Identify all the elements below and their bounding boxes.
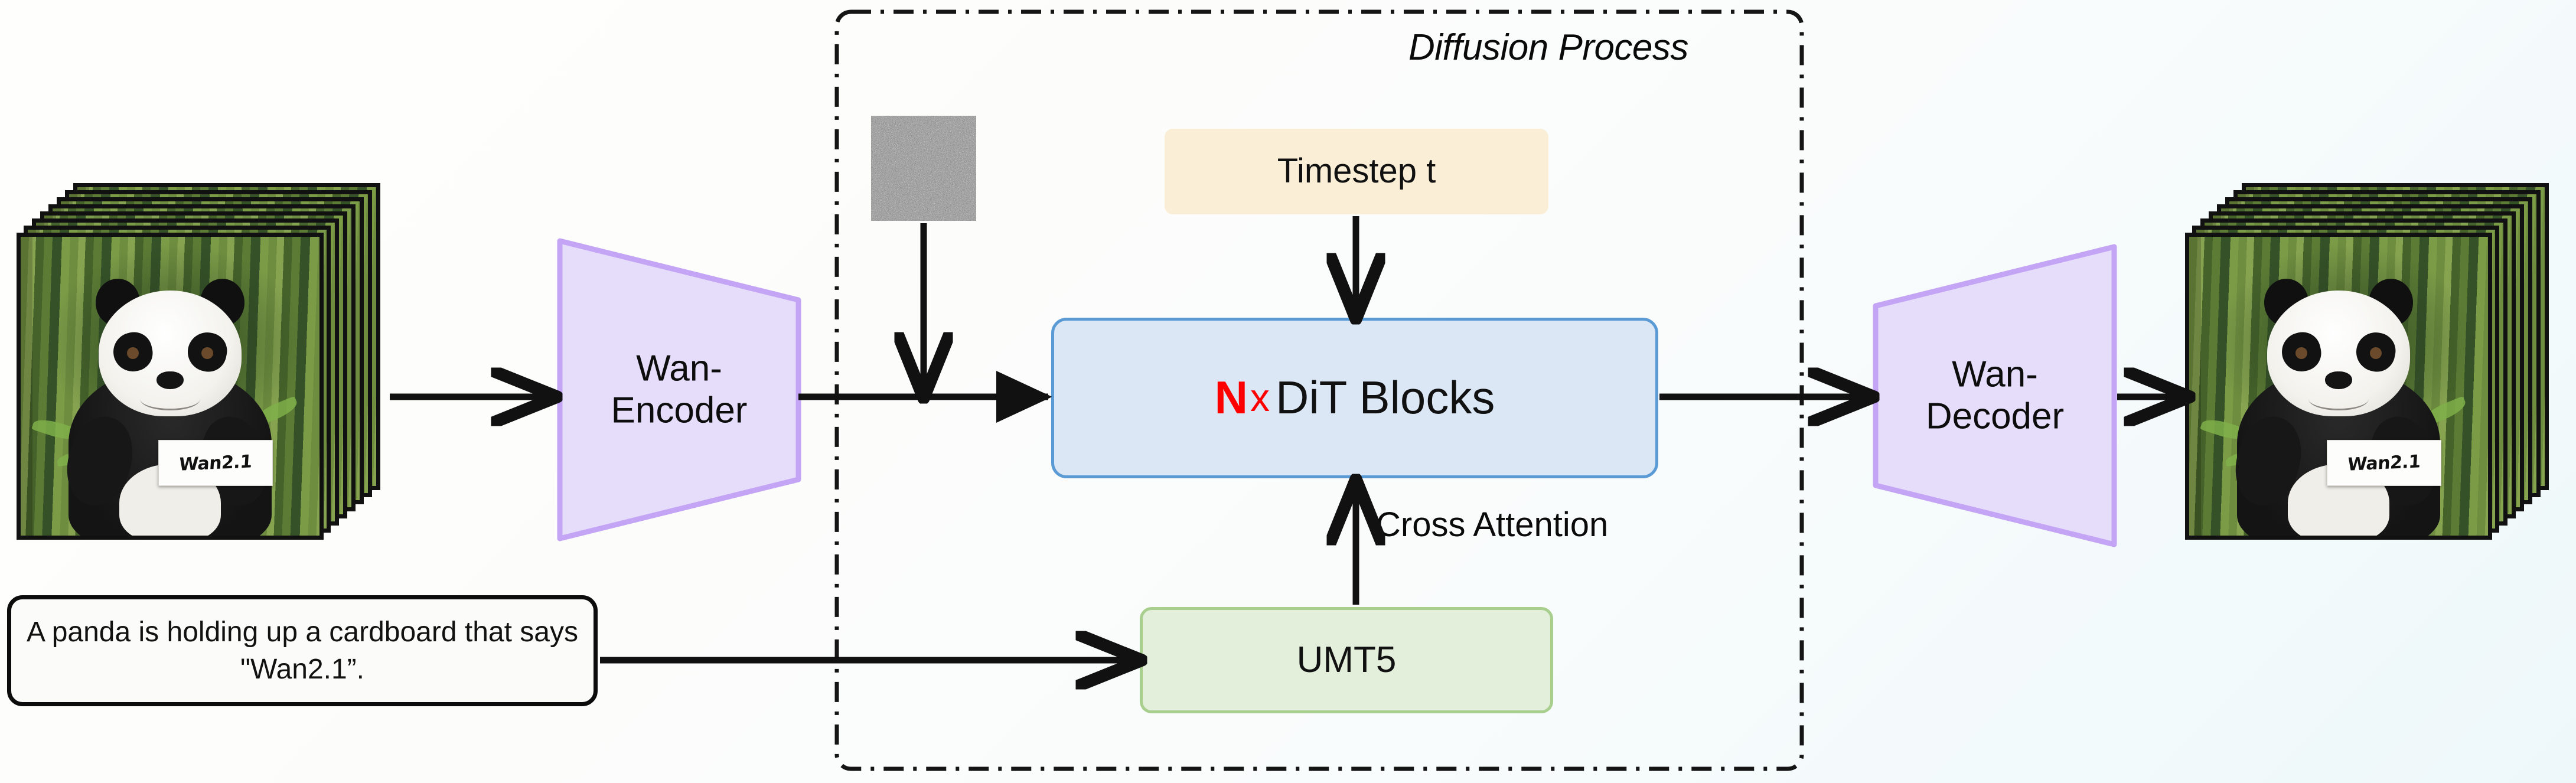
gaussian-noise-icon xyxy=(871,116,976,221)
encoder-trapezoid-shape xyxy=(557,238,801,541)
dit-blocks-box[interactable]: N x DiT Blocks xyxy=(1051,318,1658,478)
text-prompt-box[interactable]: A panda is holding up a cardboard that s… xyxy=(7,595,598,706)
video-frame-front: Wan2.1 xyxy=(2185,233,2492,540)
decoder-trapezoid-shape xyxy=(1873,244,2117,547)
text-prompt-value: A panda is holding up a cardboard that s… xyxy=(27,616,578,685)
cross-attention-label: Cross Attention xyxy=(1376,505,1609,544)
umt5-text-encoder-box[interactable]: UMT5 xyxy=(1140,607,1553,713)
input-video-frame-stack: Wan2.1 xyxy=(17,183,394,561)
panda-sign-text: Wan2.1 xyxy=(178,451,253,475)
dit-block-count: N xyxy=(1214,371,1248,424)
dit-multiply-symbol: x xyxy=(1250,376,1270,420)
wan-decoder-block[interactable]: Wan- Decoder xyxy=(1871,242,2119,549)
panda-sign-text: Wan2.1 xyxy=(2346,451,2421,475)
panda-sign: Wan2.1 xyxy=(2326,440,2442,486)
panda-sign: Wan2.1 xyxy=(158,440,273,486)
timestep-box[interactable]: Timestep t xyxy=(1165,129,1548,214)
diffusion-process-label: Diffusion Process xyxy=(1408,27,1688,68)
video-frame-front: Wan2.1 xyxy=(17,233,324,540)
dit-blocks-label: DiT Blocks xyxy=(1276,371,1495,424)
timestep-label: Timestep t xyxy=(1277,152,1436,191)
umt5-label: UMT5 xyxy=(1296,640,1397,681)
output-video-frame-stack: Wan2.1 xyxy=(2185,183,2563,561)
wan-encoder-block[interactable]: Wan- Encoder xyxy=(555,236,803,543)
diffusion-process-group-border xyxy=(834,9,1804,771)
